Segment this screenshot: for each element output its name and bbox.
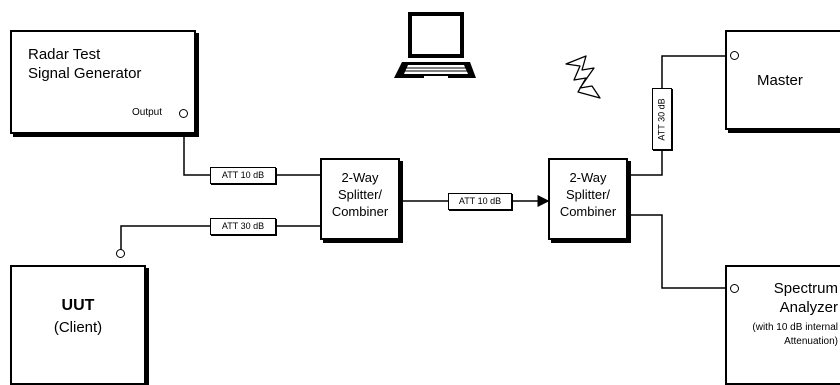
wire-master xyxy=(628,150,663,176)
connection-wires xyxy=(120,55,727,289)
radar-generator-box: Radar Test Signal Generator Output xyxy=(10,30,196,134)
test-setup-diagram: Radar Test Signal Generator Output Maste… xyxy=(10,12,840,385)
spectrum-analyzer-note-line2: Attenuation) xyxy=(784,336,838,347)
output-port-label: Output xyxy=(132,107,163,118)
attenuator-generator: ATT 10 dB xyxy=(210,167,276,184)
radar-generator-title-line2: Signal Generator xyxy=(28,65,142,82)
spectrum-analyzer-box xyxy=(725,265,840,385)
lightning-icon xyxy=(565,55,601,99)
splitter-right-line2: Splitter/ xyxy=(565,187,611,202)
attenuator-between-splitters: ATT 10 dB xyxy=(448,193,512,210)
spectrum-analyzer-title-line2: Analyzer xyxy=(779,299,838,316)
splitter-right-line1: 2-Way xyxy=(569,170,607,185)
master-port-icon xyxy=(730,51,739,60)
splitter-left-line1: 2-Way xyxy=(341,170,379,185)
uut-title: UUT xyxy=(61,297,95,314)
wire-uut xyxy=(120,225,210,255)
splitter-left-box: 2-Way Splitter/ Combiner xyxy=(320,158,400,240)
splitter-right-line3: Combiner xyxy=(559,204,617,219)
uut-box: UUT (Client) xyxy=(10,265,146,385)
wire-generator-output xyxy=(183,120,210,176)
spectrum-analyzer-port-icon xyxy=(730,284,739,293)
laptop-icon xyxy=(394,12,476,78)
splitter-left-line2: Splitter/ xyxy=(337,187,383,202)
master-box: Master xyxy=(725,30,840,130)
splitter-right-box: 2-Way Splitter/ Combiner xyxy=(548,158,628,240)
spectrum-analyzer-title-line1: Spectrum xyxy=(773,280,838,297)
attenuator-master: ATT 30 dB xyxy=(652,88,672,150)
splitter-left-line3: Combiner xyxy=(331,204,389,219)
radar-generator-title-line1: Radar Test xyxy=(28,46,101,63)
attenuator-master-label: ATT 30 dB xyxy=(656,97,667,141)
uut-port-icon xyxy=(116,249,125,258)
uut-subtitle: (Client) xyxy=(53,319,103,336)
master-label: Master xyxy=(757,72,803,89)
output-port-icon xyxy=(179,109,188,118)
wire-spectrum xyxy=(628,214,727,289)
attenuator-uut: ATT 30 dB xyxy=(210,218,276,235)
spectrum-analyzer-note-line1: (with 10 dB internal xyxy=(752,322,838,333)
wire-master-top xyxy=(661,55,727,88)
